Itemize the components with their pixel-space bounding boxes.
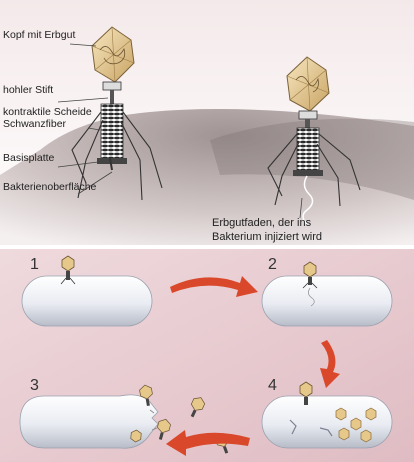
step-number-3: 3 xyxy=(30,377,39,395)
step-number-1: 1 xyxy=(30,256,39,274)
label-dna-injected: Erbgutfaden, der ins Bakterium injiziert… xyxy=(212,216,352,244)
bottom-panel xyxy=(0,249,414,462)
label-fibers: Schwanzfiber xyxy=(3,118,66,130)
label-surface: Bakterienoberfläche xyxy=(3,181,96,193)
step-number-2: 2 xyxy=(268,256,277,274)
label-tail-pin: hohler Stift xyxy=(3,84,53,96)
step-number-4: 4 xyxy=(268,377,277,395)
label-baseplate: Basisplatte xyxy=(3,152,54,164)
label-sheath: kontraktile Scheide xyxy=(3,106,92,118)
label-head: Kopf mit Erbgut xyxy=(3,29,75,41)
